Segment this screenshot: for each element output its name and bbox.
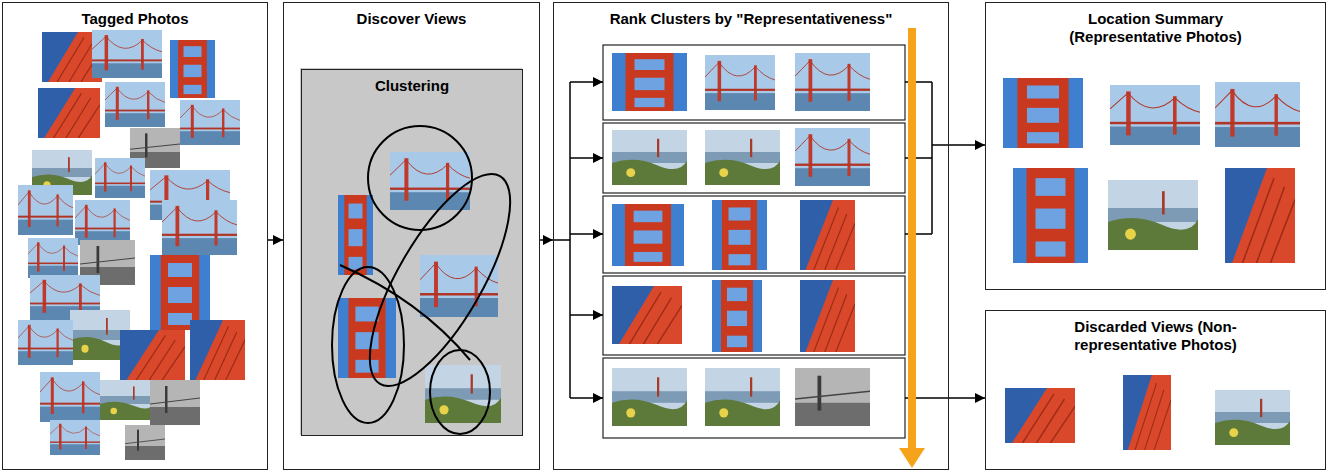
- panel-heading: Rank Clusters by "Representativeness": [566, 10, 936, 28]
- flow-arrow: [949, 397, 985, 399]
- flow-arrow: [540, 239, 553, 241]
- stage-panel: Discover ViewsClustering: [283, 2, 540, 470]
- stage-panel: Rank Clusters by "Representativeness": [553, 2, 949, 470]
- panel-heading: Discover Views: [297, 10, 527, 28]
- stage-panel: Location Summary (Representative Photos): [985, 2, 1326, 290]
- flow-arrow: [949, 144, 985, 146]
- panel-heading: Tagged Photos: [15, 10, 255, 28]
- stage-panel: Tagged Photos: [2, 2, 268, 470]
- panel-heading: Clustering: [312, 77, 512, 95]
- panel-heading: Location Summary (Representative Photos): [1053, 10, 1258, 46]
- flow-arrow: [268, 239, 283, 241]
- stage-panel: Discarded Views (Non-representative Phot…: [985, 310, 1326, 470]
- cluster-box: Clustering: [301, 69, 523, 436]
- panel-heading: Discarded Views (Non-representative Phot…: [1043, 318, 1268, 354]
